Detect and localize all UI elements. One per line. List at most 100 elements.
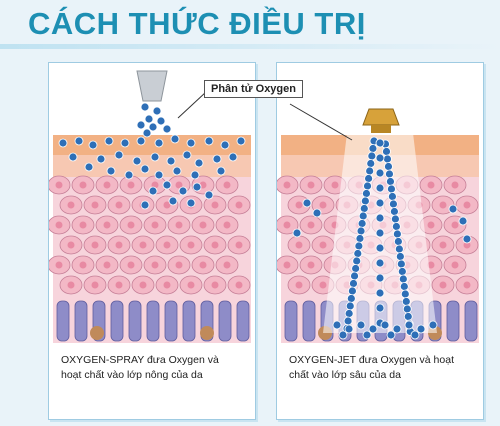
oxygen-molecule [375,198,385,208]
oxygen-molecule [389,199,398,209]
oxygen-molecule [385,169,394,179]
oxygen-molecule [357,219,367,228]
oxygen-molecule [367,151,377,161]
oxygen-molecule [391,214,400,224]
oxygen-jet-panel: OXYGEN-JET đưa Oxygen và hoạt chất vào l… [276,62,484,420]
basal-cell [164,300,178,342]
oxygen-molecule [68,152,78,162]
cell-nucleus [115,281,123,289]
oxygen-molecule [354,241,364,251]
cell-nucleus [235,241,243,249]
cell-nucleus [67,241,75,249]
cell-nucleus [103,261,111,269]
cell-nucleus [175,181,183,189]
oxygen-molecule [106,166,116,176]
oxygen-molecule [380,320,390,330]
oxygen-molecule [190,170,200,180]
oxygen-molecule [114,150,124,160]
oxygen-molecule [360,196,370,206]
oxygen-molecule [178,186,188,196]
oxygen-molecule [396,259,406,269]
oxygen-molecule [399,282,409,291]
cell-nucleus [307,181,315,189]
cell-nucleus [223,181,231,189]
cell-nucleus [187,241,195,249]
cell-nucleus [283,221,291,229]
cell-nucleus [439,201,447,209]
cell-nucleus [235,281,243,289]
oxygen-molecule [384,162,393,171]
cell-nucleus [103,221,111,229]
oxygen-molecule [391,222,401,231]
oxygen-molecule [366,159,376,168]
oxygen-molecule [393,237,403,246]
oxygen-molecule [383,154,392,164]
oxygen-molecule [352,256,362,266]
oxygen-molecule [387,184,396,194]
oxygen-molecule [150,152,160,162]
oxygen-molecule [382,147,391,156]
oxygen-molecule [403,312,413,321]
cell-nucleus [151,221,159,229]
basal-cell [56,300,70,342]
basal-cell [464,300,478,342]
cell-nucleus [79,221,87,229]
oxygen-molecule [348,286,357,296]
oxygen-molecule [375,243,385,253]
oxygen-molecule [343,316,353,326]
oxygen-molecule [124,170,134,180]
oxygen-molecule [375,213,385,223]
oxygen-molecule [140,200,150,210]
oxygen-molecules [58,102,246,210]
oxygen-molecule [84,162,94,172]
oxygen-molecule [192,182,202,192]
oxygen-molecule [292,228,302,238]
cell-nucleus [439,241,447,249]
cell-nucleus [427,221,435,229]
basal-cell [218,300,232,342]
oxygen-molecule [428,320,438,330]
oxygen-molecule [350,271,359,281]
oxygen-molecule [136,120,146,130]
basal-cell [110,300,124,342]
oxygen-molecule [204,190,214,200]
cell-nucleus [91,241,99,249]
melanocyte [200,326,214,340]
oxygen-molecule [345,301,355,311]
cell-nucleus [451,261,459,269]
cell-nucleus [163,241,171,249]
basal-cell [446,300,460,342]
cell-nucleus [319,241,327,249]
cell-nucleus [211,241,219,249]
oxygen-molecule [104,136,114,146]
oxygen-molecule [392,229,402,239]
cell-nucleus [463,281,471,289]
oxygen-spray-panel: OXYGEN-SPRAY đưa Oxygen và hoạt chất vào… [48,62,256,420]
oxygen-molecules [292,136,472,340]
cell-nucleus [199,261,207,269]
cell-nucleus [91,281,99,289]
oxygen-molecule [204,136,214,146]
cell-nucleus [283,261,291,269]
oxygen-molecule [375,183,385,193]
oxygen-spray-caption: OXYGEN-SPRAY đưa Oxygen và hoạt chất vào… [61,353,251,383]
oxygen-molecule [220,140,230,150]
oxygen-spray-illustration [49,70,251,343]
oxygen-molecule [356,226,366,236]
oxygen-molecule [353,249,363,258]
oxygen-molecule [458,216,468,226]
cell-nucleus [235,201,243,209]
oxygen-molecule [88,140,98,150]
cell-nucleus [295,241,303,249]
oxygen-molecule [395,252,405,261]
oxygen-molecule [152,106,162,116]
oxygen-molecule [397,267,407,276]
oxygen-molecule [375,138,385,148]
skin-surface-layer [53,135,251,155]
oxygen-molecule [212,154,222,164]
oxygen-molecule [172,166,182,176]
oxygen-molecule [140,102,150,112]
oxygen-molecule [365,166,375,176]
cell-nucleus [55,221,63,229]
cell-nucleus [223,221,231,229]
